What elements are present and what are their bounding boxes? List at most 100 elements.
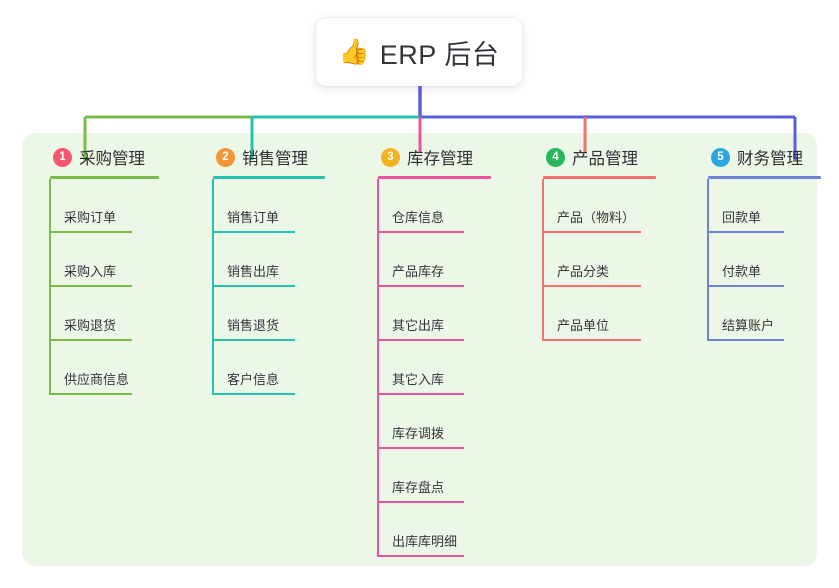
leaf-label: 出库库明细 [392, 534, 458, 549]
leaf-rule [50, 393, 132, 395]
leaf-label: 产品库存 [392, 264, 445, 279]
leaf-label: 其它出库 [392, 318, 445, 333]
leaf-item[interactable]: 客户信息 [199, 341, 325, 395]
leaf-rule [213, 285, 295, 287]
column-badge-5: 5 [711, 147, 730, 167]
column-badge-1: 1 [53, 147, 72, 167]
leaf-item[interactable]: 付款单 [694, 233, 821, 287]
leaf-item[interactable]: 其它入库 [364, 341, 491, 395]
leaf-list-1: 采购订单采购入库采购退货供应商信息 [36, 179, 159, 395]
column-title-4: 产品管理 [572, 150, 638, 168]
column-5: 5 财务管理回款单付款单结算账户 [694, 144, 821, 341]
leaf-item[interactable]: 产品单位 [529, 287, 656, 341]
column-header-2[interactable]: 2 销售管理 [199, 144, 325, 170]
thumbs-up-icon: 👍 [338, 37, 370, 66]
leaf-label: 库存调拨 [392, 426, 445, 441]
leaf-rule [708, 285, 784, 287]
leaf-label: 仓库信息 [392, 210, 445, 225]
leaf-label: 其它入库 [392, 372, 445, 387]
column-badge-3: 3 [381, 147, 400, 167]
column-1: 1 采购管理采购订单采购入库采购退货供应商信息 [36, 144, 159, 395]
leaf-rule [50, 231, 132, 233]
column-2: 2 销售管理销售订单销售出库销售退货客户信息 [199, 144, 325, 395]
column-title-2: 销售管理 [242, 150, 308, 168]
leaf-item[interactable]: 采购入库 [36, 233, 159, 287]
column-trunk-2 [212, 179, 214, 395]
leaf-item[interactable]: 仓库信息 [364, 179, 491, 233]
column-rule-3 [378, 176, 491, 179]
leaf-rule [543, 339, 641, 341]
leaf-label: 采购退货 [64, 318, 117, 333]
leaf-label: 产品分类 [557, 264, 610, 279]
leaf-rule [213, 393, 295, 395]
leaf-list-4: 产品（物料） 产品分类产品单位 [529, 179, 656, 341]
root-title-card[interactable]: 👍 ERP 后台 [316, 18, 522, 86]
leaf-item[interactable]: 销售订单 [199, 179, 325, 233]
leaf-rule [378, 231, 464, 233]
leaf-label: 采购入库 [64, 264, 117, 279]
leaf-rule [213, 231, 295, 233]
leaf-label: 销售出库 [227, 264, 280, 279]
column-rule-4 [543, 176, 656, 179]
leaf-item[interactable]: 销售出库 [199, 233, 325, 287]
column-title-3: 库存管理 [407, 150, 473, 168]
leaf-item[interactable]: 产品分类 [529, 233, 656, 287]
leaf-label: 付款单 [722, 264, 762, 279]
column-title-1: 采购管理 [79, 150, 145, 168]
leaf-list-5: 回款单付款单结算账户 [694, 179, 821, 341]
leaf-item[interactable]: 采购退货 [36, 287, 159, 341]
leaf-label: 产品（物料） [557, 210, 636, 225]
column-trunk-3 [377, 179, 379, 557]
leaf-item[interactable]: 采购订单 [36, 179, 159, 233]
column-header-5[interactable]: 5 财务管理 [694, 144, 821, 170]
leaf-rule [50, 285, 132, 287]
column-rule-2 [213, 176, 325, 179]
leaf-label: 销售退货 [227, 318, 280, 333]
leaf-item[interactable]: 出库库明细 [364, 503, 491, 557]
column-4: 4 产品管理产品（物料） 产品分类产品单位 [529, 144, 656, 341]
column-title-5: 财务管理 [737, 150, 803, 168]
column-header-4[interactable]: 4 产品管理 [529, 144, 656, 170]
column-badge-4: 4 [546, 147, 565, 167]
column-3: 3 库存管理仓库信息产品库存其它出库其它入库库存调拨库存盘点出库库明细 [364, 144, 491, 557]
leaf-rule [543, 285, 641, 287]
leaf-rule [708, 231, 784, 233]
column-header-1[interactable]: 1 采购管理 [36, 144, 159, 170]
column-header-3[interactable]: 3 库存管理 [364, 144, 491, 170]
column-rule-5 [708, 176, 821, 179]
page-title: ERP 后台 [379, 39, 500, 70]
leaf-label: 客户信息 [227, 372, 280, 387]
column-badge-2: 2 [216, 147, 235, 167]
leaf-rule [543, 231, 641, 233]
leaf-label: 销售订单 [227, 210, 280, 225]
leaf-rule [378, 555, 464, 557]
leaf-list-2: 销售订单销售出库销售退货客户信息 [199, 179, 325, 395]
leaf-list-3: 仓库信息产品库存其它出库其它入库库存调拨库存盘点出库库明细 [364, 179, 491, 557]
column-trunk-4 [542, 179, 544, 341]
leaf-label: 采购订单 [64, 210, 117, 225]
leaf-rule [708, 339, 784, 341]
leaf-item[interactable]: 产品（物料） [529, 179, 656, 233]
leaf-item[interactable]: 库存调拨 [364, 395, 491, 449]
leaf-item[interactable]: 库存盘点 [364, 449, 491, 503]
leaf-rule [213, 339, 295, 341]
column-trunk-1 [49, 179, 51, 395]
leaf-rule [378, 447, 464, 449]
leaf-label: 库存盘点 [392, 480, 445, 495]
leaf-item[interactable]: 回款单 [694, 179, 821, 233]
leaf-rule [378, 285, 464, 287]
leaf-rule [50, 339, 132, 341]
column-rule-1 [50, 176, 159, 179]
column-trunk-5 [707, 179, 709, 341]
leaf-item[interactable]: 结算账户 [694, 287, 821, 341]
leaf-item[interactable]: 销售退货 [199, 287, 325, 341]
diagram-panel [22, 133, 817, 566]
leaf-item[interactable]: 其它出库 [364, 287, 491, 341]
leaf-label: 产品单位 [557, 318, 610, 333]
leaf-label: 回款单 [722, 210, 762, 225]
leaf-item[interactable]: 产品库存 [364, 233, 491, 287]
leaf-item[interactable]: 供应商信息 [36, 341, 159, 395]
leaf-label: 结算账户 [722, 318, 775, 333]
